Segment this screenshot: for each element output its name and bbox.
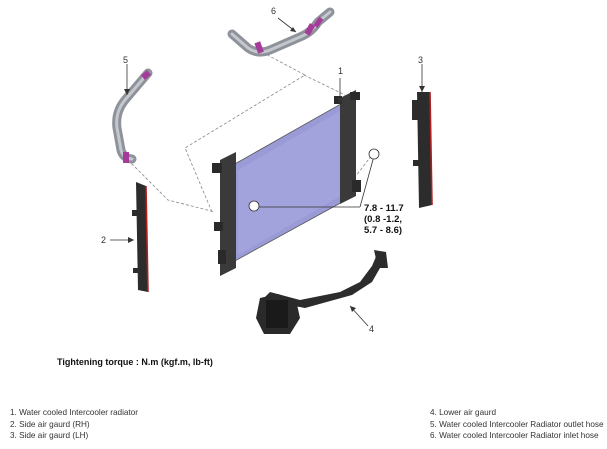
parts-legend-left: 1. Water cooled Intercooler radiator 2. … bbox=[10, 407, 138, 442]
callout-1: 1 bbox=[338, 66, 344, 76]
torque-leader bbox=[257, 155, 375, 208]
callout-2: 2 bbox=[101, 235, 107, 245]
legend-item: 3. Side air gaurd (LH) bbox=[10, 431, 89, 440]
callout-arrowheads bbox=[124, 27, 425, 312]
inlet-hose bbox=[227, 7, 335, 57]
lower-air-guard bbox=[256, 250, 388, 334]
legend-item: 1. Water cooled Intercooler radiator bbox=[10, 408, 139, 417]
tightening-torque-caption: Tightening torque : N.m (kgf.m, lb-ft) bbox=[57, 357, 213, 367]
legend-item: 2. Side air gaurd (RH) bbox=[10, 419, 90, 429]
callout-5: 5 bbox=[123, 55, 129, 65]
legend-item: 6. Water cooled Intercooler Radiator inl… bbox=[430, 431, 599, 440]
parts-legend-right: 4. Lower air gaurd 5. Water cooled Inter… bbox=[430, 407, 604, 442]
torque-spec: 7.8 - 11.7 (0.8 -1.2, 5.7 - 8.6) bbox=[364, 203, 404, 236]
legend-item: 5. Water cooled Intercooler Radiator out… bbox=[430, 419, 604, 429]
callout-4: 4 bbox=[369, 324, 375, 334]
intercooler-radiator bbox=[212, 90, 361, 276]
callout-3: 3 bbox=[418, 55, 424, 65]
bolt-icon bbox=[248, 148, 380, 212]
parts-exploded-diagram bbox=[110, 7, 433, 334]
side-air-guard-lh bbox=[412, 91, 433, 208]
legend-item: 4. Lower air gaurd bbox=[430, 408, 496, 417]
side-air-guard-rh bbox=[132, 182, 149, 293]
torque-line-2: (0.8 -1.2, bbox=[364, 214, 403, 225]
torque-line-3: 5.7 - 8.6) bbox=[364, 225, 403, 236]
callout-6: 6 bbox=[271, 6, 277, 16]
torque-line-1: 7.8 - 11.7 bbox=[364, 203, 404, 214]
outlet-hose bbox=[112, 68, 153, 164]
